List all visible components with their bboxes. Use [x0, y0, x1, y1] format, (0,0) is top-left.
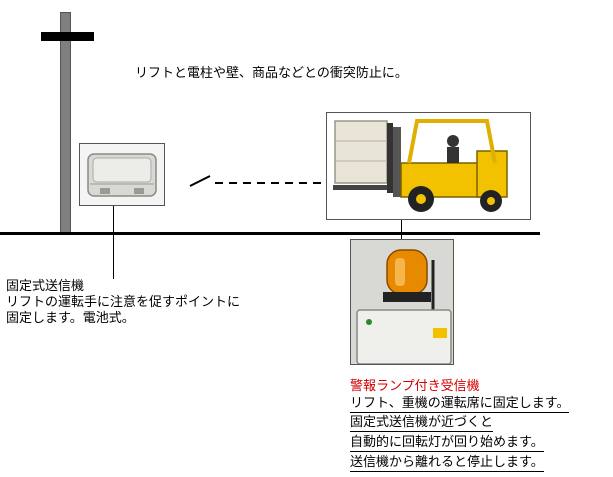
- receiver-line3: 自動的に回転灯が回り始めます。: [350, 431, 544, 452]
- pole-crossarm: [41, 32, 94, 41]
- ground-line: [0, 232, 540, 235]
- signal-tick: [189, 175, 211, 187]
- transmitter-photo: [79, 143, 165, 206]
- transmitter-line1: リフトの運転手に注意を促すポイントに: [6, 295, 241, 310]
- receiver-illustration: [351, 240, 453, 364]
- receiver-callout-line: [401, 220, 402, 239]
- transmitter-title: 固定式送信機: [6, 279, 85, 294]
- headline-text: リフトと電柱や壁、商品などとの衝突防止に。: [135, 66, 408, 81]
- utility-pole: [60, 12, 71, 234]
- forklift-illustration: [327, 113, 530, 219]
- receiver-line4: 送信機から離れると停止します。: [350, 451, 544, 472]
- receiver-title: 警報ランプ付き受信機: [350, 379, 480, 394]
- receiver-photo: [350, 239, 454, 365]
- receiver-line1: リフト、重機の運転席に固定します。: [350, 392, 570, 413]
- forklift-photo: [326, 112, 531, 220]
- transmitter-caption: 固定式送信機 リフトの運転手に注意を促すポイントに 固定します。電池式。: [6, 279, 240, 327]
- transmitter-callout-line: [113, 206, 114, 279]
- transmitter-line2: 固定します。電池式。: [6, 311, 135, 326]
- receiver-line2: 固定式送信機が近づくと: [350, 411, 494, 432]
- transmitter-illustration: [80, 144, 164, 205]
